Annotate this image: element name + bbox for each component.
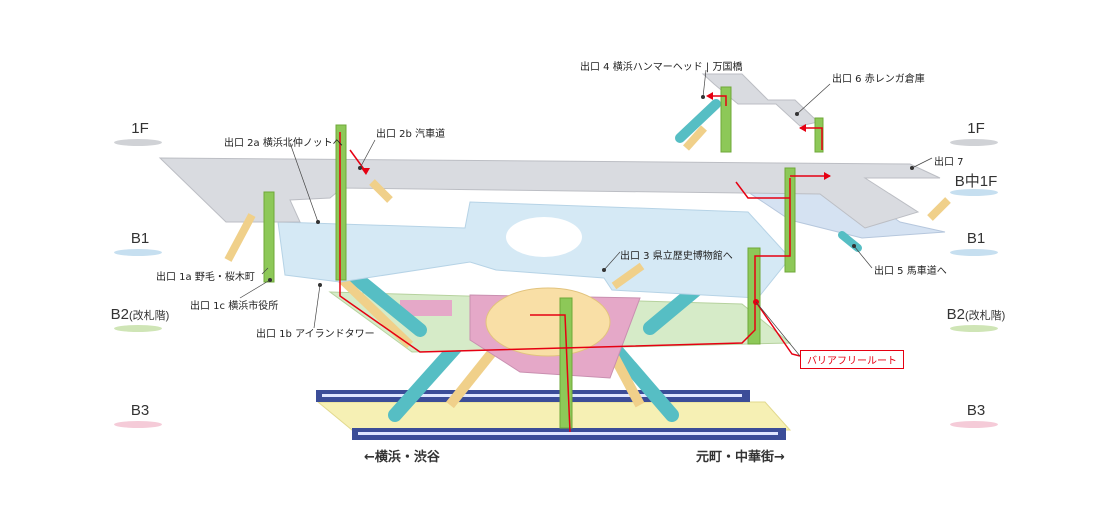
floor-label-bm1f-right: B中1F xyxy=(954,173,998,190)
exit-label-3[interactable]: 出口 3 県立歴史博物館へ xyxy=(620,251,733,262)
1f-main-street xyxy=(158,157,941,229)
floor-disc-b2-left xyxy=(114,325,162,332)
b3-platform-level xyxy=(316,390,792,440)
exit4-escalator xyxy=(675,99,721,143)
1f-upper-block xyxy=(701,73,820,127)
train-windows xyxy=(322,394,778,435)
elevator-1a xyxy=(263,191,275,283)
floor-b2-name-right: B2 xyxy=(946,306,966,323)
floor-label-b3-right: B3 xyxy=(966,402,986,419)
floor-disc-b2-right xyxy=(950,325,998,332)
leader-dots xyxy=(268,95,914,287)
direction-right: 元町・中華街→ xyxy=(696,450,785,465)
exit-label-1b[interactable]: 出口 1b アイランドタワー xyxy=(256,329,375,340)
floor-b2-note-right: (改札階) xyxy=(965,310,1006,322)
floor-label-b2-right: B2(改札階) xyxy=(936,306,1016,323)
route-markers xyxy=(361,92,831,305)
elevator-4 xyxy=(720,86,732,153)
elevator-b3 xyxy=(559,297,573,429)
direction-left: ←横浜・渋谷 xyxy=(364,450,440,465)
floor-label-b3-left: B3 xyxy=(130,402,150,419)
exit-label-1a[interactable]: 出口 1a 野毛・桜木町 xyxy=(156,272,255,283)
barrier-free-route-badge: バリアフリールート xyxy=(800,350,904,369)
1f-level xyxy=(158,73,941,229)
exit-label-6[interactable]: 出口 6 赤レンガ倉庫 xyxy=(832,74,925,85)
stairs xyxy=(224,125,951,290)
b2-pink-block xyxy=(400,300,452,316)
floor-label-b1-left: B1 xyxy=(130,230,150,247)
floor-disc-bm1f-right xyxy=(950,189,998,196)
b1-level xyxy=(277,201,791,299)
exit-label-7[interactable]: 出口 7 xyxy=(934,157,964,168)
exit-label-2b[interactable]: 出口 2b 汽車道 xyxy=(376,129,446,140)
floor-b2-name: B2 xyxy=(110,306,130,323)
exit-label-1c[interactable]: 出口 1c 横浜市役所 xyxy=(190,301,279,312)
floor-disc-b3-left xyxy=(114,421,162,428)
floor-b2-note: (改札階) xyxy=(129,310,170,322)
b1-atrium-void xyxy=(506,217,582,257)
floor-disc-b3-right xyxy=(950,421,998,428)
exit-label-4[interactable]: 出口 4 横浜ハンマーヘッド | 万国橋 xyxy=(580,62,743,73)
floor-label-b1-right: B1 xyxy=(966,230,986,247)
elevator-2a xyxy=(335,124,347,281)
floor-disc-b1-right xyxy=(950,249,998,256)
floor-label-1f-right: 1F xyxy=(967,120,985,137)
leader-lines xyxy=(239,69,933,357)
b2-ticket-gate-area xyxy=(485,287,611,357)
exit-label-5[interactable]: 出口 5 馬車道へ xyxy=(874,266,947,277)
floor-disc-1f-right xyxy=(950,139,998,146)
exit-label-2a[interactable]: 出口 2a 横浜北仲ノットへ xyxy=(224,138,343,149)
floor-disc-b1-left xyxy=(114,249,162,256)
elevator-6 xyxy=(814,117,824,153)
elevator-b2 xyxy=(747,247,761,345)
floor-label-1f-left: 1F xyxy=(131,120,149,137)
floor-label-b2-left: B2(改札階) xyxy=(100,306,180,323)
b2-concourse-level xyxy=(328,287,792,379)
floor-disc-1f-left xyxy=(114,139,162,146)
